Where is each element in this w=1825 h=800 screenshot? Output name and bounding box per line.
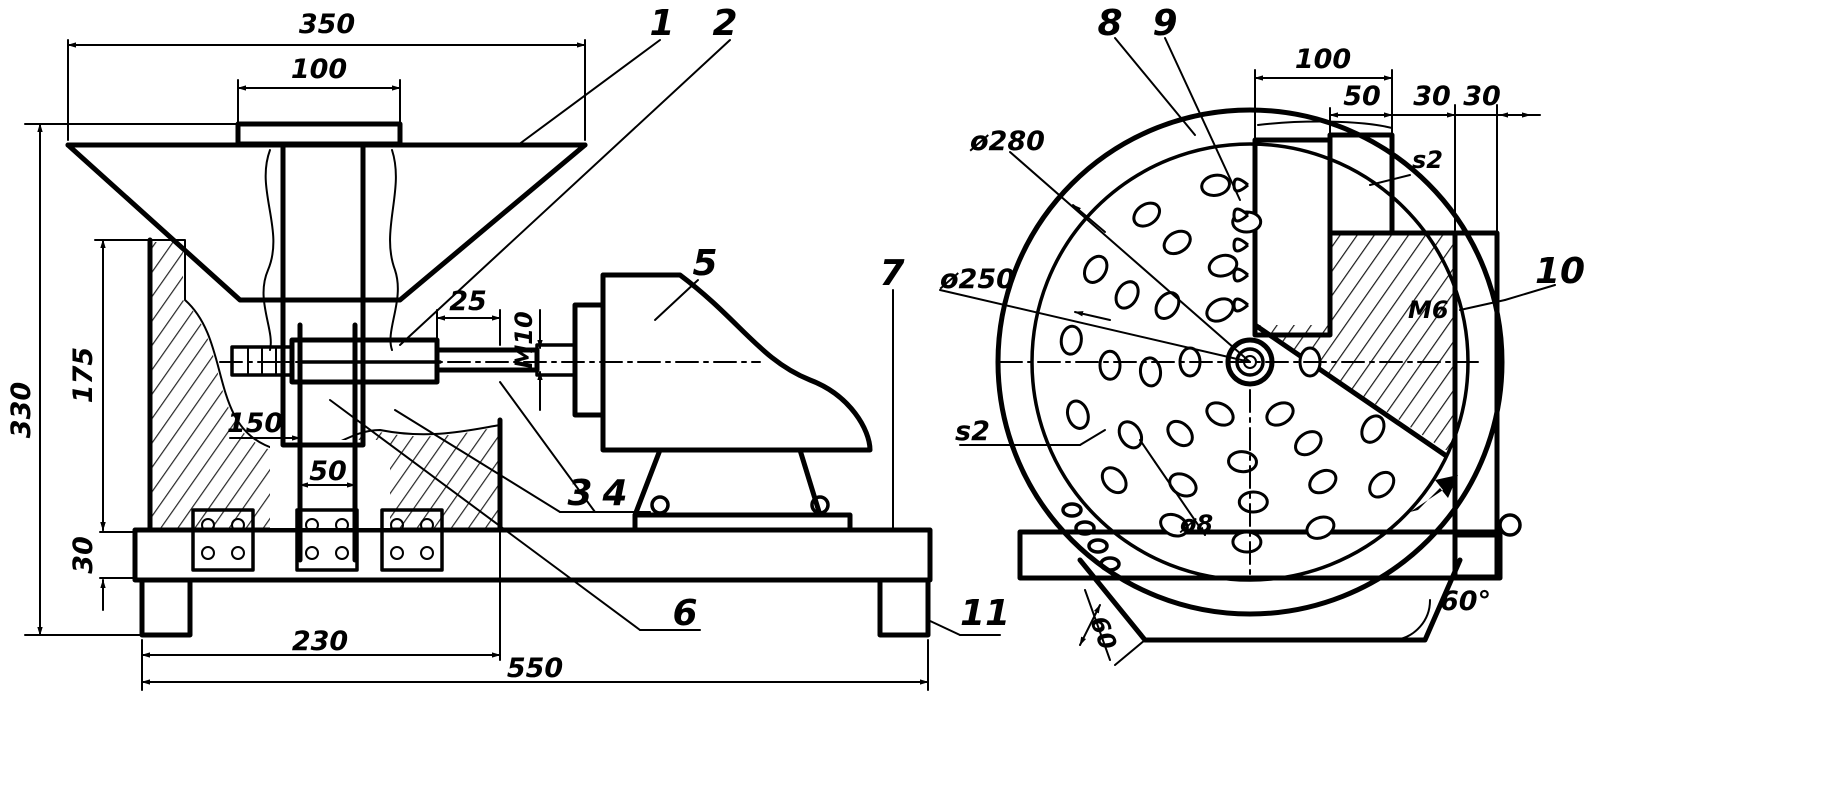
grater-hole bbox=[1098, 349, 1122, 381]
part-label-8: 8 bbox=[1097, 3, 1122, 44]
label-sheet-top: s2 bbox=[1412, 146, 1443, 174]
grater-hole bbox=[1231, 530, 1263, 554]
base-foot-right bbox=[877, 577, 931, 638]
dimension-lines-side bbox=[24, 39, 929, 691]
grater-hole bbox=[1207, 253, 1239, 278]
motor bbox=[572, 272, 873, 533]
grater-tooth bbox=[1232, 267, 1249, 283]
part-label-5: 5 bbox=[692, 243, 717, 284]
grater-hole bbox=[1132, 201, 1162, 228]
side-view: 350 100 330 175 30 25 M10 150 50 230 550… bbox=[6, 3, 1010, 691]
dim-total-length: 550 bbox=[507, 653, 563, 684]
bracket-left bbox=[191, 508, 255, 572]
dim-bracket: 50 bbox=[309, 456, 347, 487]
grater-hole bbox=[1138, 356, 1163, 388]
dim-stand: 60 bbox=[1084, 612, 1122, 653]
grater-hole bbox=[1166, 419, 1194, 448]
dim-width-top: 350 bbox=[299, 9, 355, 40]
grater-tooth bbox=[1232, 237, 1249, 253]
dim-outer-diameter: ø280 bbox=[969, 126, 1045, 157]
part-label-2: 2 bbox=[712, 3, 737, 44]
grater-hole bbox=[1305, 515, 1336, 540]
grater-hole bbox=[1294, 430, 1323, 457]
grater-tooth bbox=[1232, 207, 1249, 223]
grater-tooth bbox=[1232, 297, 1249, 313]
leader-lines-side bbox=[329, 39, 1001, 636]
chain bbox=[1061, 502, 1121, 572]
part-label-11: 11 bbox=[960, 593, 1010, 634]
grater-hole bbox=[1159, 512, 1189, 538]
grater-hole bbox=[1154, 291, 1181, 320]
label-sheet-disk: s2 bbox=[955, 416, 990, 447]
dim-left-length: 230 bbox=[292, 626, 348, 657]
feed-chute bbox=[1252, 120, 1458, 338]
feed-tube bbox=[262, 142, 399, 448]
base-board bbox=[99, 527, 933, 583]
bracket-right bbox=[380, 508, 444, 572]
dim-shaft-gap: 25 bbox=[449, 286, 487, 317]
grater-hole bbox=[1360, 414, 1386, 444]
front-view: ø280 ø250 100 50 30 30 s2 s2 ø8 M6 60 60… bbox=[939, 3, 1585, 666]
part-label-9: 9 bbox=[1152, 3, 1177, 44]
grater-disk-side bbox=[297, 322, 358, 563]
dim-chute: 50 bbox=[1343, 81, 1381, 112]
grater-hole bbox=[1082, 254, 1109, 284]
diameter-leaders bbox=[939, 151, 1251, 536]
base-foot-left bbox=[139, 577, 193, 638]
grater-hole bbox=[1059, 324, 1083, 356]
grater-hole bbox=[1308, 468, 1338, 495]
part-label-3: 3 bbox=[567, 473, 592, 514]
part-label-4: 4 bbox=[601, 473, 627, 514]
part-label-6: 6 bbox=[672, 593, 697, 634]
grater-hole bbox=[1168, 472, 1198, 498]
dim-thread: M10 bbox=[510, 311, 538, 368]
stand-dimension bbox=[1079, 589, 1432, 666]
dim-height-total: 330 bbox=[6, 382, 37, 438]
label-bolt: M6 bbox=[1408, 296, 1449, 324]
dim-tube: 100 bbox=[291, 54, 347, 85]
dim-hole: ø8 bbox=[1179, 510, 1213, 538]
front-wood-fill bbox=[1255, 233, 1455, 450]
grater-hole bbox=[1117, 420, 1144, 450]
grater-hole bbox=[1368, 470, 1396, 499]
dim-disk-pos: 150 bbox=[227, 408, 283, 439]
outer-casing-circle bbox=[995, 107, 1505, 617]
grater-hole bbox=[1162, 229, 1192, 256]
grater-hole bbox=[1227, 450, 1258, 474]
grater-hole bbox=[1205, 401, 1235, 427]
dim-disk-diameter: ø250 bbox=[939, 264, 1015, 295]
part-label-7: 7 bbox=[879, 253, 904, 294]
leader-lines-front bbox=[959, 37, 1556, 446]
grater-hole bbox=[1205, 297, 1235, 323]
dim-height-box: 175 bbox=[68, 347, 99, 403]
grater-hole bbox=[1265, 401, 1295, 427]
grater-holes bbox=[1059, 173, 1396, 554]
dim-base-thick: 30 bbox=[68, 536, 99, 574]
grater-hole bbox=[1114, 280, 1140, 310]
grater-hole bbox=[1237, 490, 1269, 514]
bracket-center bbox=[295, 508, 359, 572]
dim-top-width: 100 bbox=[1295, 44, 1351, 75]
dim-wall-a: 30 bbox=[1413, 81, 1451, 112]
hopper-funnel bbox=[65, 121, 588, 303]
shaft-assembly bbox=[219, 337, 761, 385]
grater-hole bbox=[1200, 173, 1231, 197]
grater-hole bbox=[1065, 399, 1090, 430]
part-label-10: 10 bbox=[1535, 251, 1585, 292]
dim-wall-b: 30 bbox=[1463, 81, 1501, 112]
front-base bbox=[1017, 529, 1503, 643]
dim-angle: 60° bbox=[1440, 586, 1491, 617]
rotation-arrow-icon bbox=[1410, 475, 1458, 512]
dimension-lines-front bbox=[1254, 69, 1541, 234]
part-label-1: 1 bbox=[649, 3, 674, 44]
grater-hole bbox=[1100, 466, 1128, 495]
